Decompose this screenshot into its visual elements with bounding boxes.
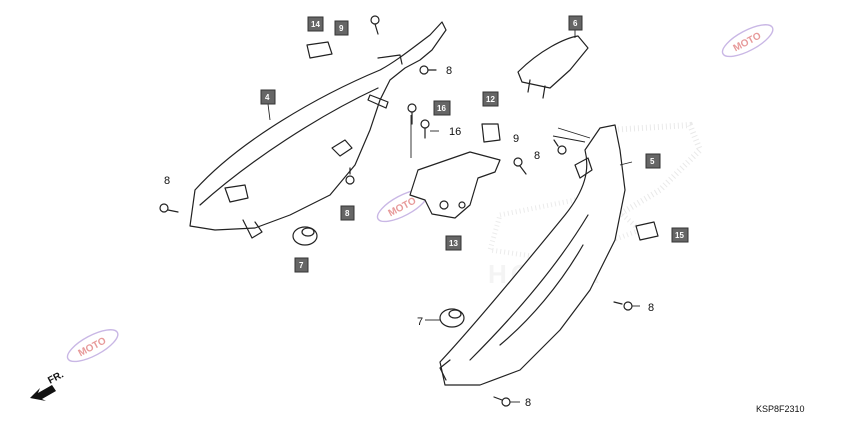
callout-8-e: 8 (648, 302, 654, 314)
bolt (407, 103, 417, 125)
svg-text:12: 12 (486, 95, 495, 104)
leader-lines (267, 26, 640, 403)
watermark-logo-text: MOTO (77, 335, 109, 359)
part-clip-15 (635, 221, 659, 241)
front-arrow-icon (30, 385, 56, 401)
svg-text:15: 15 (675, 231, 684, 240)
direction-label: FR. (46, 369, 66, 386)
part-small-cover (517, 35, 589, 99)
part-right-side-cover (439, 124, 626, 386)
callout-8-b: 8 (534, 150, 540, 162)
bolt (370, 15, 380, 35)
callout-7-plain: 7 (417, 316, 423, 328)
callout-8-a: 8 (446, 65, 452, 77)
part-grommet-right (439, 308, 465, 328)
callout-16-box: 16 (433, 100, 451, 116)
svg-text:6: 6 (573, 19, 578, 28)
bolt (345, 167, 355, 185)
part-clip-14 (306, 41, 333, 59)
moto-logo-watermark-1: MOTO (721, 24, 774, 58)
callout-9-box: 9 (334, 20, 349, 36)
front-direction-indicator: FR. (30, 369, 66, 401)
svg-text:4: 4 (265, 93, 270, 102)
callout-13: 13 (445, 235, 462, 251)
watermark-logo-text: MOTO (387, 195, 419, 219)
svg-text:13: 13 (449, 239, 458, 248)
callout-4: 4 (260, 89, 276, 105)
part-bracket (409, 151, 501, 219)
callout-14: 14 (307, 16, 324, 32)
callout-7-box: 7 (294, 257, 309, 273)
bolt (553, 139, 567, 155)
svg-text:14: 14 (311, 20, 320, 29)
svg-text:5: 5 (650, 157, 655, 166)
bolt (419, 65, 437, 75)
callout-6: 6 (568, 15, 583, 31)
part-rubber-mount (481, 123, 501, 143)
callout-8-f: 8 (525, 397, 531, 409)
bolt (513, 157, 527, 175)
callout-8-box: 8 (340, 205, 355, 221)
bolt (159, 203, 179, 213)
callout-12: 12 (482, 91, 499, 107)
callout-16-plain: 16 (449, 126, 461, 138)
svg-text:8: 8 (345, 209, 350, 218)
bolt-group (159, 15, 633, 407)
figure-code: KSP8F2310 (756, 404, 805, 414)
part-left-side-cover (189, 21, 447, 239)
watermark-logo-text: MOTO (732, 30, 764, 54)
svg-text:16: 16 (437, 104, 446, 113)
moto-logo-watermark-3: MOTO (66, 329, 119, 363)
part-grommet-left (292, 226, 318, 246)
svg-text:9: 9 (339, 24, 344, 33)
bolt (613, 301, 633, 311)
bolt (420, 119, 430, 139)
callout-9-plain: 9 (513, 133, 519, 145)
svg-text:7: 7 (299, 261, 304, 270)
callout-15: 15 (671, 227, 689, 243)
callout-8-c: 8 (164, 175, 170, 187)
callout-5: 5 (645, 153, 661, 169)
callouts: 14 9 6 4 8 16 16 12 9 8 5 8 8 13 7 15 8 … (164, 15, 689, 409)
bolt (493, 396, 511, 407)
